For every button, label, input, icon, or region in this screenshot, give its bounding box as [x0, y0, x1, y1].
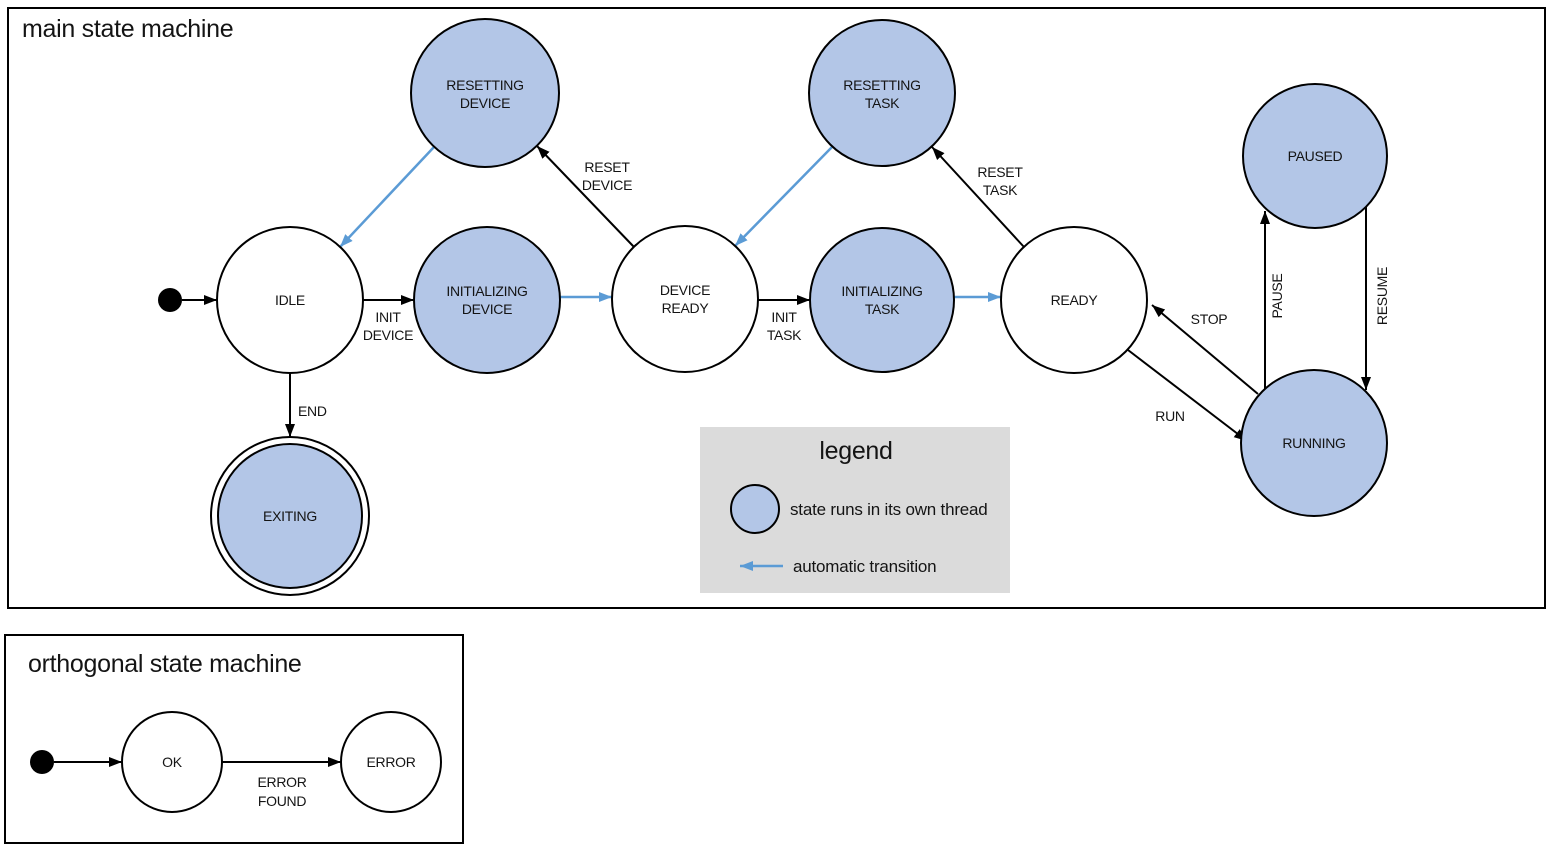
transition-label-init-device: INIT — [375, 309, 401, 325]
state-running-label: RUNNING — [1282, 435, 1345, 451]
transition-label-end: END — [298, 403, 327, 419]
transition-running-to-ready-arrow — [1151, 304, 1259, 395]
state-error-label: ERROR — [366, 754, 415, 770]
legend-auto-transition-label: automatic transition — [793, 557, 936, 576]
legend-thread-state-label: state runs in its own thread — [790, 500, 988, 519]
transition-label-resume: RESUME — [1374, 267, 1390, 325]
state-resetting-device-label: RESETTING — [446, 77, 523, 93]
transition-ready-to-resetting-task-arrow — [931, 146, 1025, 248]
transition-label-reset-device: RESET — [584, 159, 630, 175]
initial-state-dot — [30, 750, 54, 774]
state-error-node — [340, 711, 442, 813]
transition-ready-to-running-arrow — [1127, 349, 1248, 442]
transition-label-stop: STOP — [1191, 311, 1228, 327]
auto-transition-resetting-task-to-device-ready-arrow — [734, 146, 833, 247]
state-initializing-device-label: INITIALIZING — [446, 283, 527, 299]
transition-label-error-found: ERROR — [257, 774, 306, 790]
state-paused-node — [1242, 83, 1388, 229]
state-idle-node — [216, 226, 364, 374]
state-initializing-task-label: INITIALIZING — [841, 283, 922, 299]
transition-device-ready-to-resetting-device-arrow — [536, 145, 635, 248]
state-device-ready-label: READY — [662, 300, 710, 316]
initial-state-dot — [158, 288, 182, 312]
auto-transition-resetting-device-to-idle-arrow — [339, 146, 435, 248]
state-resetting-task-label: RESETTING — [843, 77, 920, 93]
transition-label-reset-task: RESET — [977, 164, 1023, 180]
state-ready-label: READY — [1051, 292, 1099, 308]
state-resetting-device-node — [410, 18, 560, 168]
state-initializing-device-node — [413, 226, 561, 374]
state-paused-label: PAUSED — [1288, 148, 1343, 164]
state-exiting-node — [217, 443, 363, 589]
state-resetting-task-label: TASK — [865, 95, 900, 111]
state-exiting-label: EXITING — [263, 508, 317, 524]
state-running-node — [1240, 369, 1388, 517]
state-resetting-task-node — [808, 19, 956, 167]
legend-title: legend — [819, 437, 892, 465]
state-resetting-device-label: DEVICE — [460, 95, 510, 111]
transition-label-init-task: TASK — [767, 327, 802, 343]
orthogonal-box-title: orthogonal state machine — [28, 650, 302, 678]
state-device-ready-node — [611, 225, 759, 373]
transition-label-pause: PAUSE — [1269, 274, 1285, 319]
state-ok-node — [121, 711, 223, 813]
transition-label-init-device: DEVICE — [363, 327, 413, 343]
state-ready-node — [1000, 226, 1148, 374]
state-ok-label: OK — [162, 754, 183, 770]
main-box-title: main state machine — [22, 15, 233, 43]
state-initializing-task-label: TASK — [865, 301, 900, 317]
transition-label-run: RUN — [1155, 408, 1184, 424]
transition-label-reset-device: DEVICE — [582, 177, 632, 193]
state-idle-label: IDLE — [275, 292, 305, 308]
transition-label-reset-task: TASK — [983, 182, 1018, 198]
legend-thread-state-icon — [730, 484, 780, 534]
state-initializing-task-node — [809, 227, 955, 373]
transition-label-error-found: FOUND — [258, 793, 306, 809]
state-device-ready-label: DEVICE — [660, 282, 710, 298]
state-initializing-device-label: DEVICE — [462, 301, 512, 317]
transition-label-init-task: INIT — [771, 309, 797, 325]
